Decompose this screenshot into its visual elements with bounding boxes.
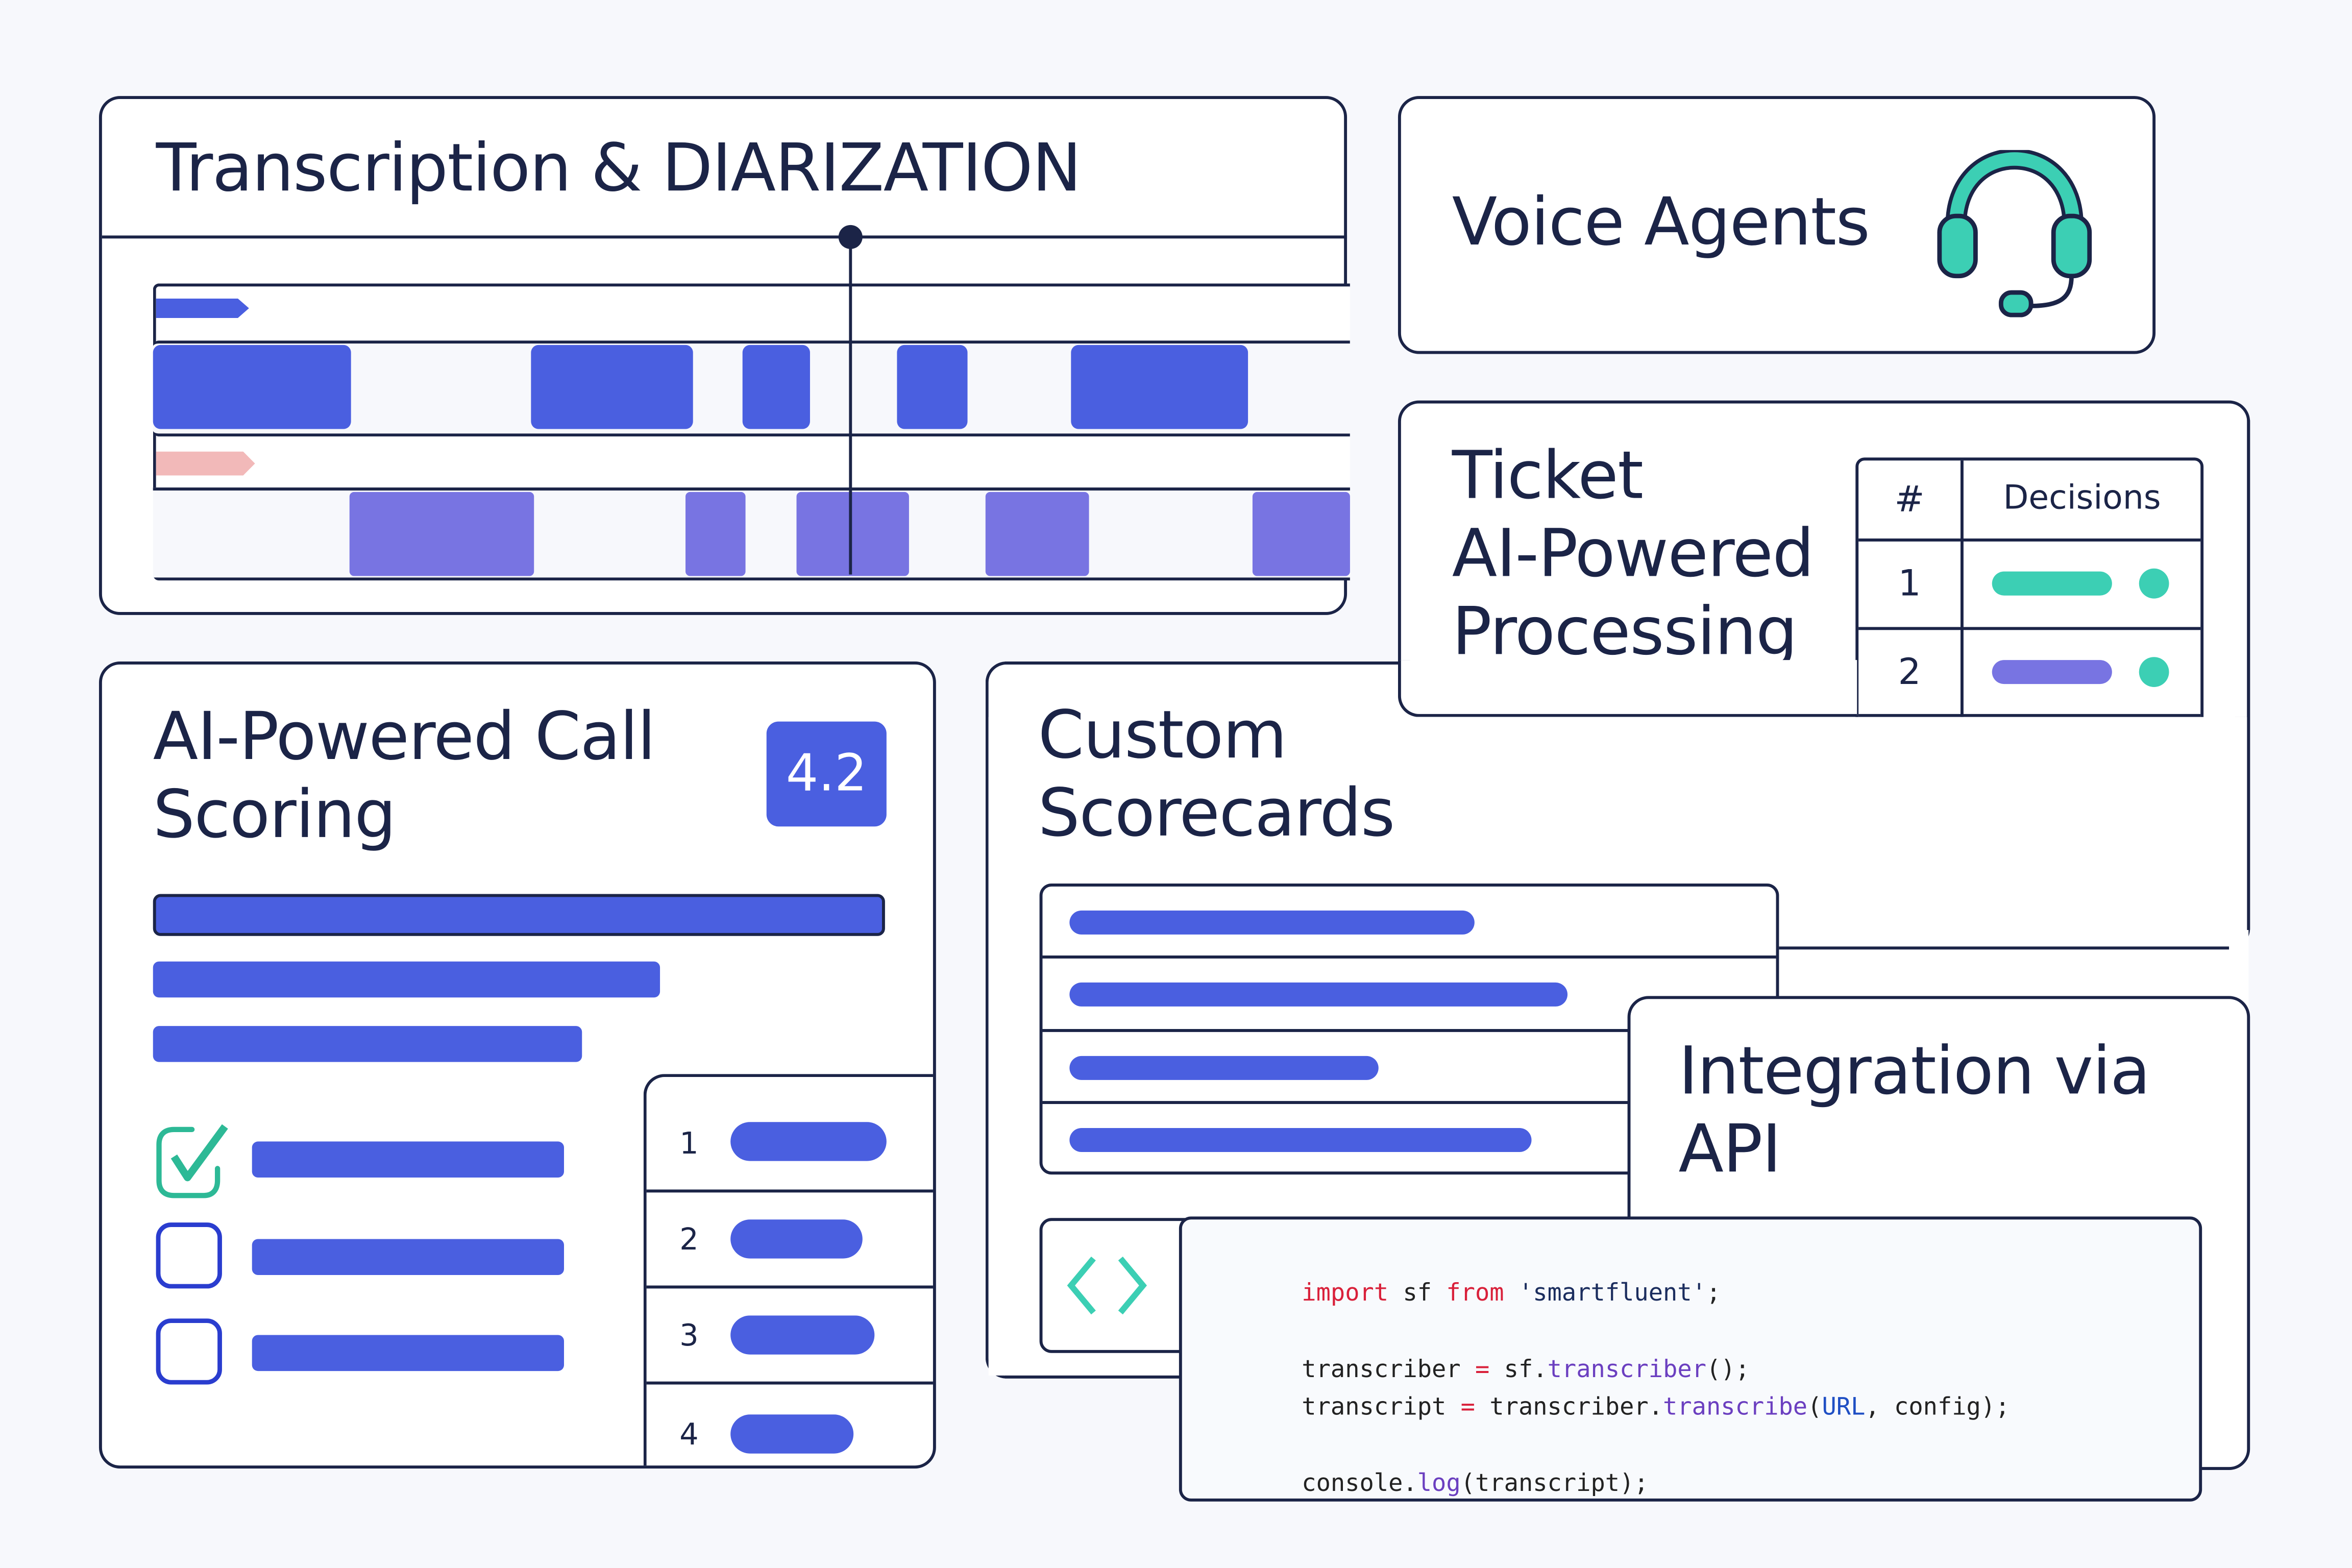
scorecards-card-top-border xyxy=(1004,662,1398,665)
scorecard-item-bar[interactable] xyxy=(1069,982,1568,1007)
decision-bar-purple xyxy=(1992,660,2112,684)
score-bar-3 xyxy=(153,1026,582,1062)
integration-title-line-1: Integration via xyxy=(1678,1033,2151,1110)
checklist-item-bar xyxy=(252,1335,564,1371)
scorecard-divider xyxy=(1042,1029,1776,1032)
speaker-b-segment xyxy=(985,492,1089,576)
score-bar-2 xyxy=(153,961,660,998)
speaker-a-segment xyxy=(153,345,351,429)
ranking-number: 3 xyxy=(679,1317,699,1353)
decisions-header-num: # xyxy=(1894,478,1925,521)
speaker-a-tag xyxy=(156,298,249,318)
ranking-number: 2 xyxy=(679,1221,699,1257)
ranking-divider xyxy=(646,1285,933,1289)
ranking-bar xyxy=(730,1219,863,1259)
speaker-b-segment xyxy=(796,492,909,576)
transcription-title: Transcription & DIARIZATION xyxy=(156,130,1082,207)
ranking-list: 1 2 3 4 xyxy=(643,1074,933,1466)
scorecard-divider xyxy=(1042,955,1776,959)
row-divider xyxy=(1858,714,2201,717)
code-panel: import sf from 'smartfluent'; transcribe… xyxy=(1179,1216,2202,1502)
ranking-row[interactable]: 2 xyxy=(647,1192,933,1287)
status-dot-teal xyxy=(2139,657,2169,687)
ranking-number: 1 xyxy=(679,1125,699,1161)
ticket-card-right-border xyxy=(2247,420,2250,930)
speaker-a-segment xyxy=(897,345,968,429)
scorecard-item-bar[interactable] xyxy=(1069,1128,1532,1152)
ranking-bar xyxy=(730,1414,854,1454)
checklist-item-unchecked[interactable] xyxy=(153,1315,573,1390)
checkbox-unchecked-icon[interactable] xyxy=(156,1222,222,1289)
speaker-b-lane xyxy=(153,487,1350,578)
playhead-line[interactable] xyxy=(849,237,852,575)
status-dot-teal xyxy=(2139,568,2169,599)
speaker-a-segment xyxy=(1071,345,1248,429)
playhead-handle[interactable] xyxy=(838,225,863,249)
ranking-row[interactable]: 3 xyxy=(647,1288,933,1383)
scorecards-title-line-1: Custom xyxy=(1038,697,1287,774)
ranking-number: 4 xyxy=(679,1416,699,1452)
code-brackets-icon xyxy=(1067,1256,1147,1315)
ticket-title-line-1: Ticket xyxy=(1452,438,1644,515)
checkbox-unchecked-icon[interactable] xyxy=(156,1318,222,1385)
decisions-header-divider xyxy=(1858,538,2201,542)
score-bar-1 xyxy=(153,894,885,936)
checklist-item-checked[interactable] xyxy=(153,1123,573,1198)
headset-icon xyxy=(1937,150,2092,317)
call-scoring-title-line-1: AI-Powered Call xyxy=(153,699,656,776)
score-badge: 4.2 xyxy=(766,721,887,827)
ticket-title-line-2: AI-Powered xyxy=(1452,516,1815,593)
speaker-b-segment xyxy=(1252,492,1350,576)
score-value: 4.2 xyxy=(786,744,867,804)
checkbox-checked-icon[interactable] xyxy=(153,1123,231,1202)
scorecards-title-line-2: Scorecards xyxy=(1038,775,1395,852)
ranking-divider xyxy=(646,1381,933,1385)
voice-agents-card: Voice Agents xyxy=(1398,96,2156,354)
speaker-b-segment xyxy=(685,492,746,576)
speaker-a-segment xyxy=(742,345,810,429)
row-divider xyxy=(1858,627,2201,630)
ranking-row[interactable]: 4 xyxy=(647,1385,933,1466)
checklist-item-bar xyxy=(252,1239,564,1275)
code-line-transcript: transcript = transcriber.transcribe(URL,… xyxy=(1302,1392,2010,1421)
transcription-card: Transcription & DIARIZATION xyxy=(99,96,1350,615)
timeline-header-divider xyxy=(102,235,1348,239)
scorecards-card-bottom-border xyxy=(1004,1375,1182,1379)
decisions-row-number: 1 xyxy=(1898,562,1921,605)
speaker-a-segment xyxy=(531,345,693,429)
scorecard-item-bar[interactable] xyxy=(1069,910,1475,935)
ranking-divider xyxy=(646,1189,933,1193)
decisions-column-divider xyxy=(1961,460,1964,885)
call-scoring-card: AI-Powered Call Scoring 4.2 1 xyxy=(99,662,936,1469)
scorecard-divider xyxy=(1042,1101,1776,1104)
ranking-row[interactable]: 1 xyxy=(647,1077,933,1191)
ticket-title-line-3: Processing xyxy=(1452,594,1798,671)
speaker-a-lane xyxy=(153,340,1350,437)
scorecard-item-bar[interactable] xyxy=(1069,1056,1379,1080)
timeline-track-area xyxy=(153,283,1350,581)
ranking-bar xyxy=(730,1122,887,1161)
decisions-row[interactable]: 1 xyxy=(1858,542,2200,627)
decisions-row[interactable]: 2 xyxy=(1858,630,2200,716)
speaker-b-segment xyxy=(349,492,534,576)
code-icon-panel xyxy=(1039,1218,1205,1353)
decisions-row-number: 2 xyxy=(1898,651,1921,693)
call-scoring-title-line-2: Scoring xyxy=(153,777,397,854)
ranking-bar xyxy=(730,1315,875,1355)
checklist-item-bar xyxy=(252,1141,564,1178)
decision-bar-teal xyxy=(1992,571,2112,596)
ticket-card-bottom-border xyxy=(1779,946,2230,950)
ticket-card-bottom-overlay xyxy=(1398,660,1857,717)
code-line-import: import sf from 'smartfluent'; xyxy=(1302,1278,1721,1307)
code-line-console-log: console.log(transcript); xyxy=(1302,1468,1649,1497)
speaker-b-tag xyxy=(156,451,255,476)
checklist-item-unchecked[interactable] xyxy=(153,1219,573,1294)
code-line-transcriber: transcriber = sf.transcriber(); xyxy=(1302,1354,1750,1383)
decisions-header-label: Decisions xyxy=(2003,480,2161,518)
integration-title-line-2: API xyxy=(1678,1111,1782,1188)
voice-agents-title: Voice Agents xyxy=(1452,184,1870,261)
